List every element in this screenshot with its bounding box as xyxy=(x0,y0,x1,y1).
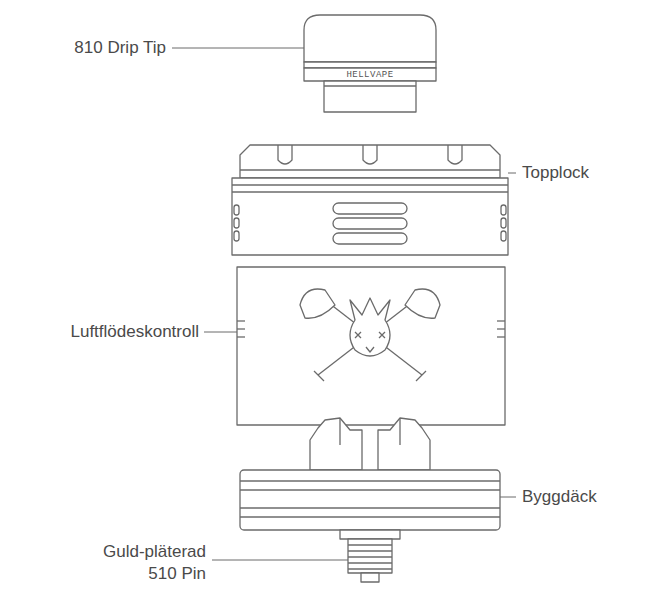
brand-mark: HELLVAPE xyxy=(346,70,393,80)
part-label: Guld-pläterad 510 Pin xyxy=(71,541,206,585)
part-label: Topplock xyxy=(522,162,589,184)
part-label: 810 Drip Tip xyxy=(74,37,166,59)
part-label: Luftflödeskontroll xyxy=(70,321,199,343)
part-label: Byggdäck xyxy=(522,486,597,508)
